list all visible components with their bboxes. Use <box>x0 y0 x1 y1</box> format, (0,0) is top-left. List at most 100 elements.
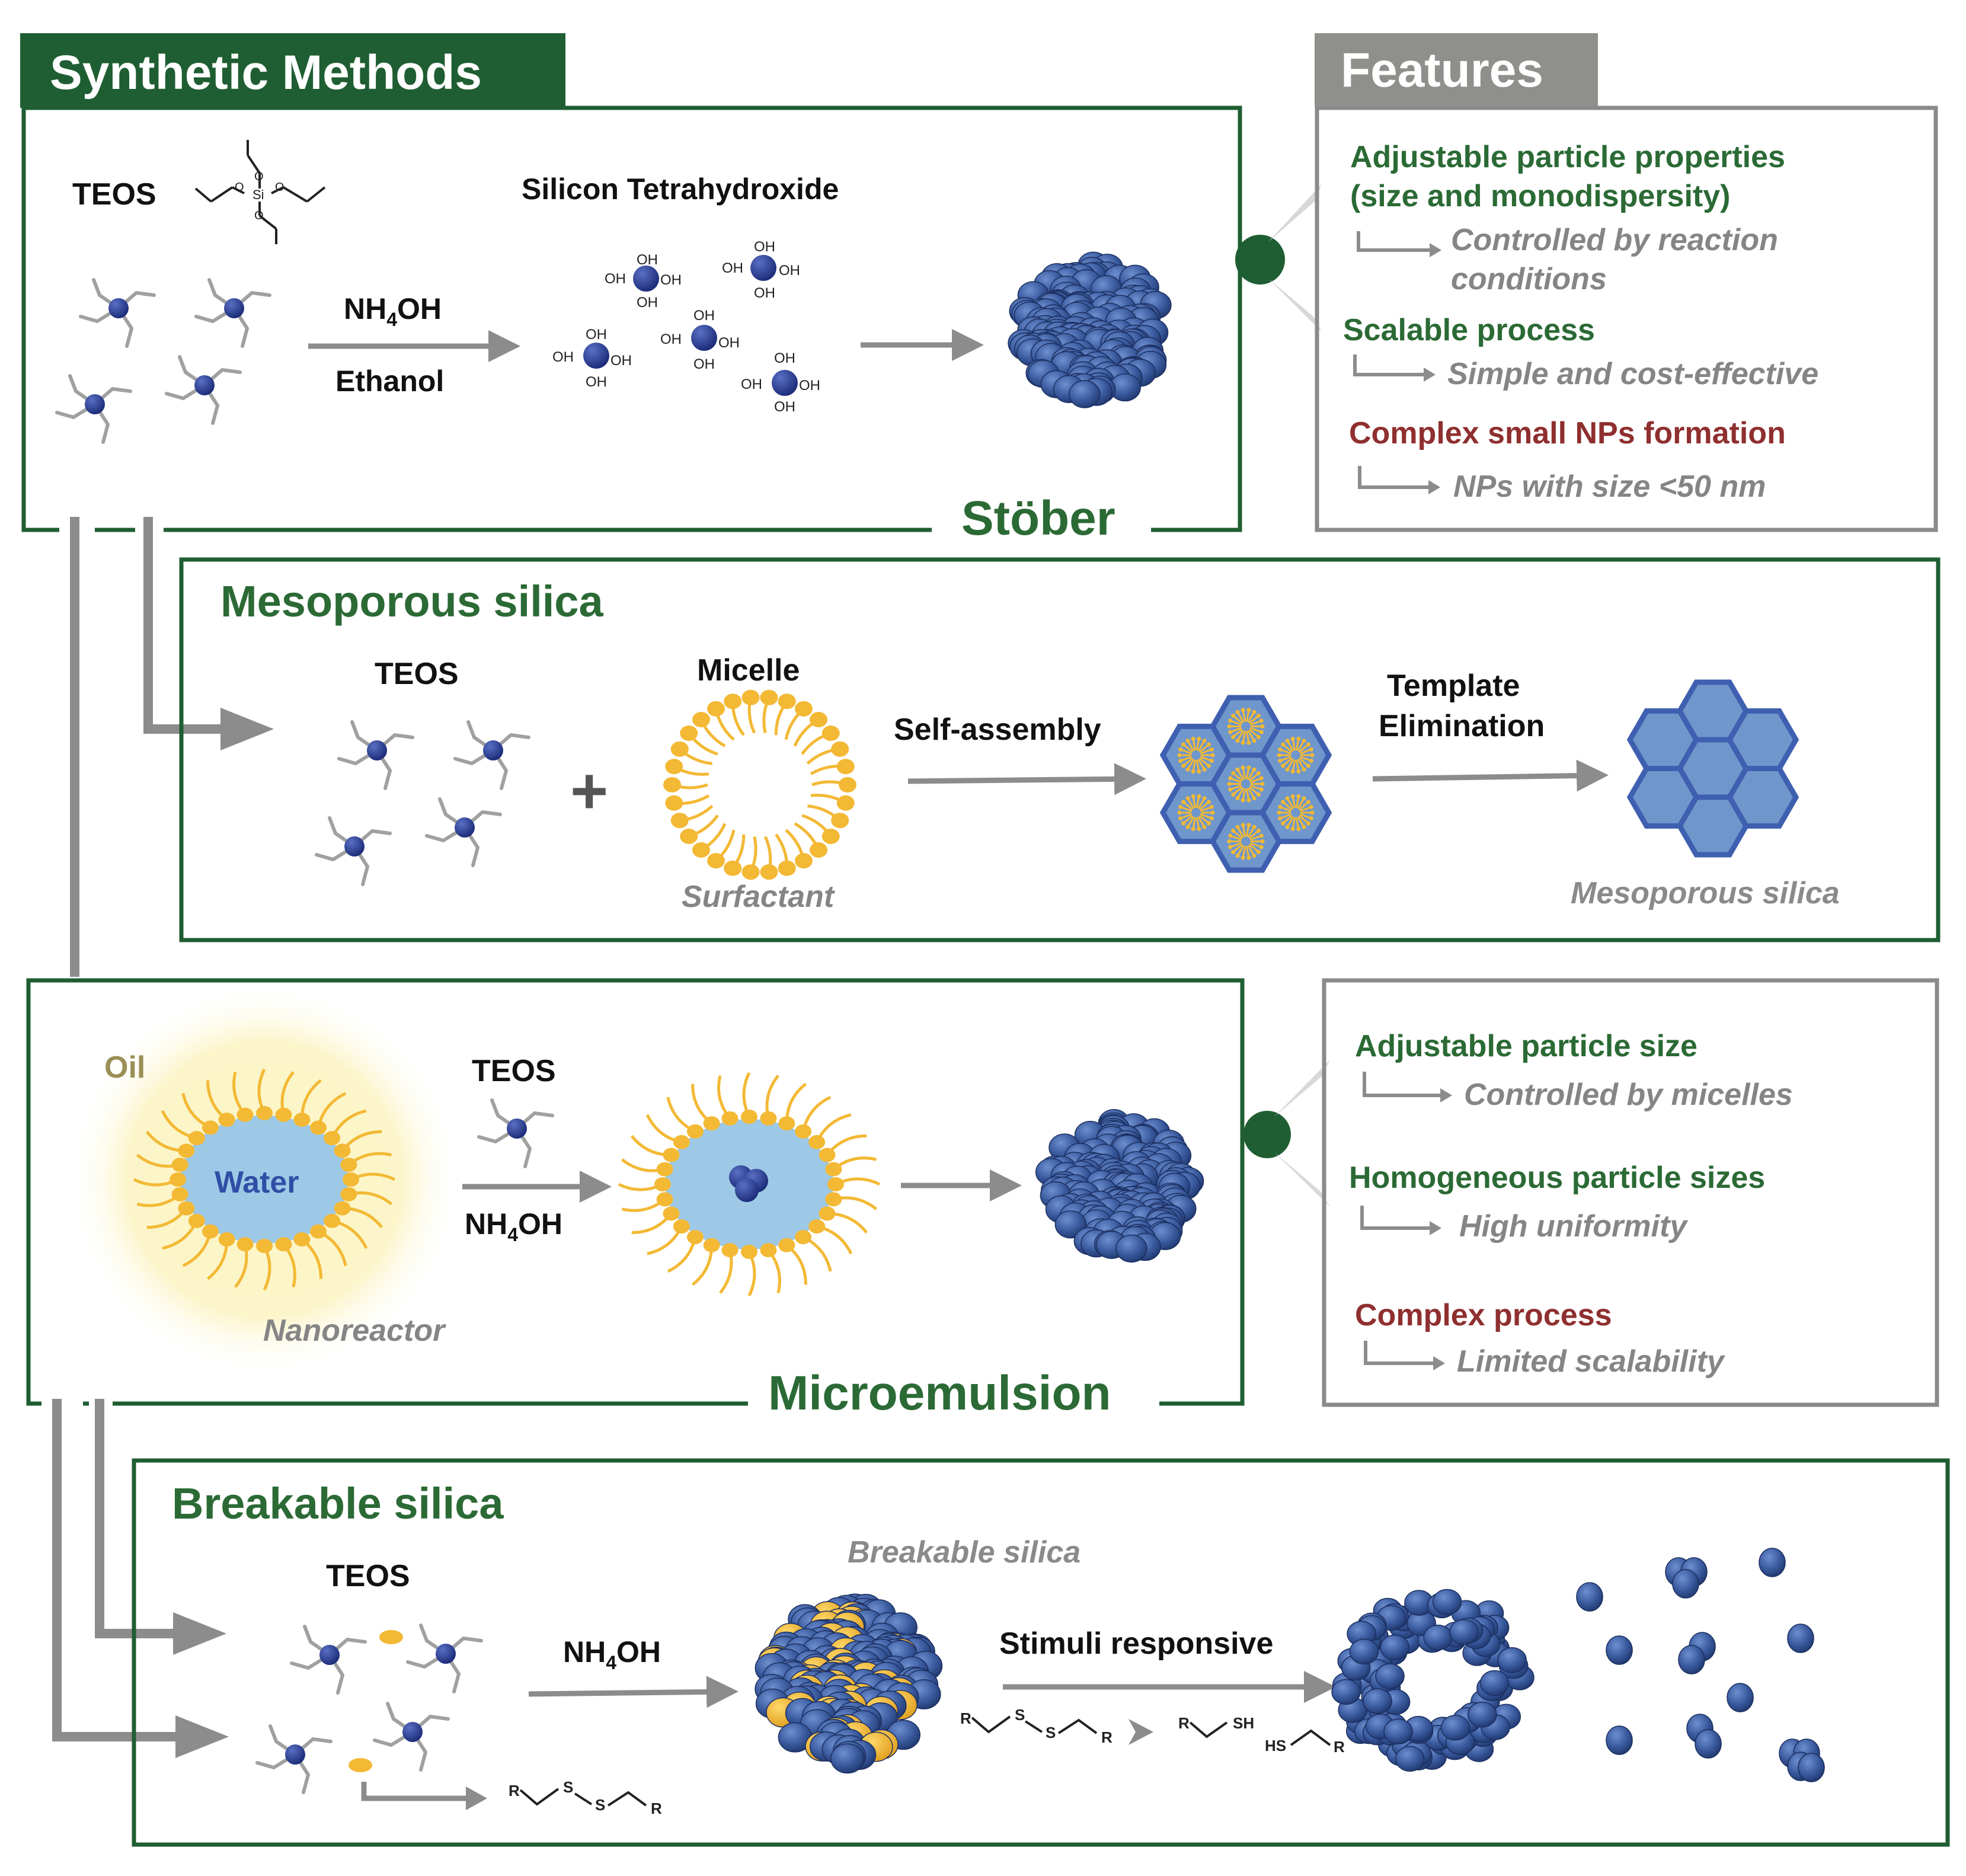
micelle-dot <box>1281 800 1286 804</box>
svg-text:OH: OH <box>586 327 607 343</box>
teos-molecule <box>57 376 130 442</box>
micelle-dot <box>1185 796 1190 801</box>
micelle-spoke <box>1299 814 1308 823</box>
micelle-spoke <box>1197 741 1205 752</box>
svg-text:OH: OH <box>586 374 607 390</box>
micelle-spoke <box>1197 816 1205 827</box>
surfactant-head <box>760 1243 777 1258</box>
stober-teos-label: TEOS <box>72 177 156 212</box>
micelle-dot <box>1231 771 1236 775</box>
teos-molecule <box>408 1625 481 1692</box>
micelle-spoke <box>1181 756 1192 762</box>
surfactant-head <box>680 726 698 742</box>
micelle-dot <box>1246 823 1251 827</box>
micelle-dot <box>1310 810 1315 815</box>
micelle-dot <box>1290 794 1295 798</box>
svg-text:HS: HS <box>1265 1737 1286 1754</box>
silica-bead <box>1479 1670 1510 1696</box>
micelle-dot <box>1209 747 1214 752</box>
synthetic-methods-header-bg <box>20 33 565 108</box>
teos-molecule <box>81 280 154 346</box>
silica-bead <box>1449 1619 1479 1645</box>
micelle-dot <box>1228 718 1233 723</box>
micelle-spoke <box>1287 798 1294 809</box>
svg-text:OH: OH <box>774 399 795 415</box>
micelle-dot <box>1235 739 1240 743</box>
surfactant-head <box>236 1237 254 1252</box>
surfactant-head <box>188 1213 205 1228</box>
micelle-dot <box>1281 742 1286 747</box>
micelle-spoke <box>1247 827 1255 838</box>
micelle-dot <box>1202 767 1207 772</box>
micelle-dot <box>1231 735 1236 740</box>
micelle-dot <box>1285 767 1290 772</box>
teos-molecule <box>196 280 270 346</box>
micelle-dot <box>1191 794 1195 798</box>
micelle-spoke <box>1231 842 1242 848</box>
micelle-dot <box>1285 739 1290 743</box>
surfactant-head <box>692 842 710 858</box>
flow-line <box>143 517 225 734</box>
micelle-spoke <box>1247 730 1255 740</box>
micelle-dot <box>1256 714 1261 718</box>
micelle-dot <box>1227 839 1232 843</box>
micelle-dot <box>1228 845 1233 849</box>
micelle-spoke <box>1187 816 1195 827</box>
micelle-spoke <box>1250 835 1261 841</box>
surfactant-head <box>692 712 710 728</box>
micelle-dot <box>1235 824 1240 829</box>
micelle-dot <box>1306 800 1310 804</box>
microemulsion-title-gap <box>748 1387 1159 1417</box>
microemulsion-box <box>26 978 1245 1406</box>
pore-hexagon <box>1726 708 1799 771</box>
micelle-spoke <box>1237 787 1245 798</box>
micelle-spoke <box>1295 797 1299 808</box>
micelle-dot <box>1252 824 1257 829</box>
surfactant-head <box>663 1206 680 1221</box>
micelle-spoke <box>1300 749 1310 755</box>
svg-text:R: R <box>960 1709 971 1727</box>
micelle-spoke <box>1249 830 1258 839</box>
mesoporous-arrow-1 <box>907 763 1146 795</box>
micelle-dot <box>1231 714 1236 718</box>
micelle-dot <box>1202 739 1207 743</box>
micelle-dot <box>1259 845 1264 849</box>
breakable-silica-nanoparticle <box>755 1593 943 1774</box>
micelle-dot <box>1290 769 1295 774</box>
micelle-dot <box>1260 724 1265 729</box>
micelle-dot <box>1228 776 1233 781</box>
surfactant-head <box>202 1224 219 1239</box>
micelle-spoke <box>1281 813 1292 819</box>
svg-text:OH: OH <box>754 239 775 255</box>
micelle-dot <box>1256 828 1261 833</box>
micelle-label: Micelle <box>697 653 800 688</box>
o-label-bottom: O <box>254 209 264 222</box>
surfactant-head <box>293 1113 311 1127</box>
silica-bead <box>1363 1688 1392 1714</box>
flow-arrowhead <box>173 1612 226 1655</box>
micelle-spoke <box>1233 715 1243 724</box>
breakable-reagent: NH4OH <box>563 1635 661 1673</box>
micelle-spoke <box>1245 788 1249 800</box>
bullet-arrowhead-icon <box>1424 367 1436 382</box>
silica-fragments <box>1576 1548 1825 1782</box>
micelle-spoke <box>1231 835 1242 841</box>
micelle-dot <box>1231 849 1236 854</box>
micelle-dot <box>1227 724 1232 729</box>
micelle-dot <box>1228 730 1233 734</box>
micelle-spoke <box>1197 759 1205 769</box>
surfactant-head <box>778 1116 795 1131</box>
surfactant-label: Surfactant <box>682 880 836 914</box>
silica-bead <box>1375 1663 1405 1689</box>
stimuli-label: Stimuli responsive <box>999 1626 1273 1661</box>
micelle-dot <box>1209 816 1214 821</box>
micelle-dot <box>1197 794 1201 798</box>
micro-feature-2-title: Homogeneous particle sizes <box>1349 1161 1765 1195</box>
surfactant-head <box>171 1158 188 1172</box>
micelle-dot <box>1241 823 1245 827</box>
teos-molecule <box>427 799 500 865</box>
surfactant-head <box>656 1162 673 1177</box>
o-label-right: O <box>275 181 284 194</box>
